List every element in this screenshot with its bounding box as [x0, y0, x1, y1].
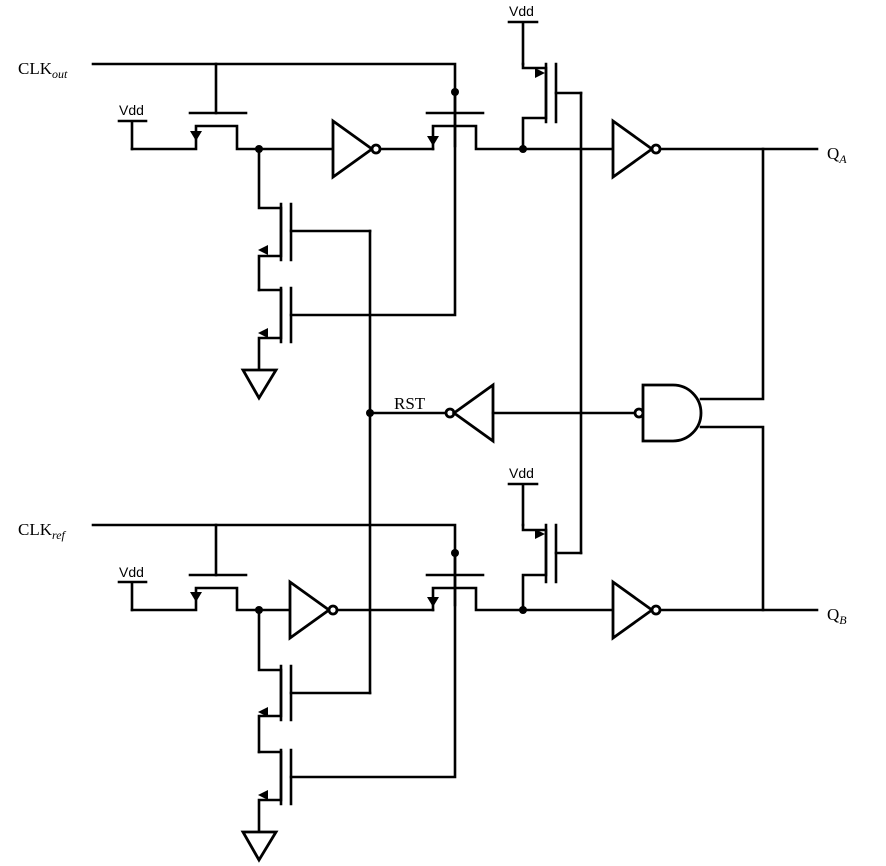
inverter-qa-icon [611, 118, 655, 180]
inverter-1-icon [288, 579, 332, 641]
qb-label: QB [827, 605, 847, 627]
clocked-pass-transistor [425, 573, 525, 612]
vdd-symbol [117, 119, 148, 151]
clk-ref-wire [91, 523, 457, 607]
pmos-input-transistor [130, 573, 261, 612]
nmos-stack [240, 608, 372, 863]
nmos-stack [240, 147, 372, 401]
clk-ref-label: CLKref [18, 520, 67, 542]
vdd-symbol [117, 580, 148, 612]
pass-arrow-icon [427, 136, 439, 146]
upper-flip-flop [91, 20, 819, 401]
vdd-symbol [507, 482, 539, 527]
clk-out-to-lower-nmos-gate [289, 90, 457, 317]
vdd-label: Vdd [509, 3, 534, 19]
vdd-label: Vdd [119, 564, 144, 580]
reset-logic [366, 91, 765, 695]
vdd-label: Vdd [119, 102, 144, 118]
pmos-reset-transistor [521, 62, 583, 151]
clocked-pass-transistor [425, 111, 525, 151]
inverter-1-icon [331, 118, 375, 180]
qa-label: QA [827, 144, 847, 166]
nand-gate-icon [641, 383, 703, 443]
clk-out-label: CLKout [18, 59, 68, 81]
pmos-input-transistor [130, 111, 261, 151]
rst-inverter-icon [451, 382, 495, 444]
lower-flip-flop [91, 482, 819, 863]
vdd-label: Vdd [509, 465, 534, 481]
clk-out-wire [91, 62, 457, 148]
pmos-reset-transistor [521, 523, 583, 612]
vdd-symbol [507, 20, 539, 66]
ground-icon [240, 830, 279, 863]
inverter-qb-icon [611, 579, 655, 641]
pmos-arrow-icon [190, 131, 202, 141]
rst-label: RST [394, 394, 426, 413]
ground-icon [240, 368, 279, 401]
